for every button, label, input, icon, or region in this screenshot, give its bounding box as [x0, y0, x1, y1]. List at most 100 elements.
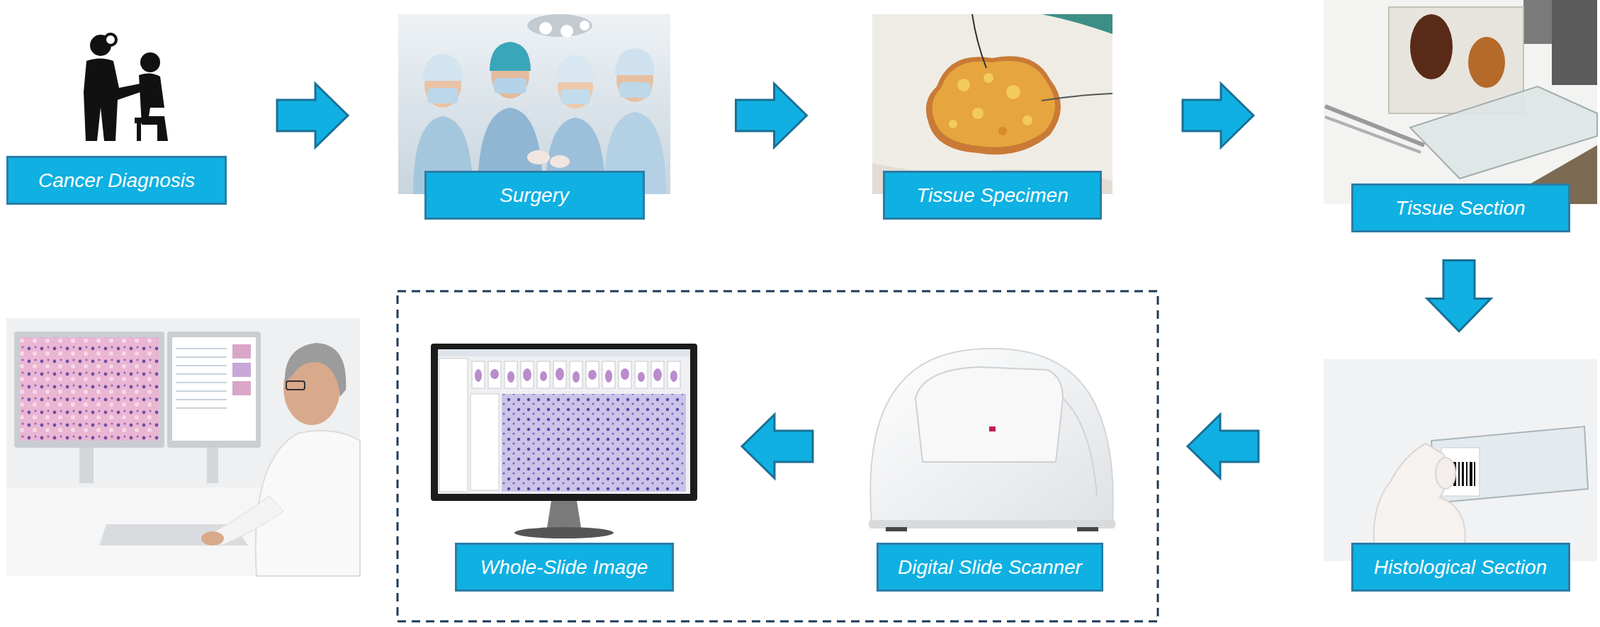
monitor-illustration: [430, 343, 698, 539]
monitor-illustration-part: [501, 393, 686, 492]
monitor-illustration-part-part: [588, 369, 597, 380]
slide-scanner-illustration-part: [1062, 398, 1097, 497]
pathologist-photo-part-part: [175, 381, 227, 384]
monitor-illustration-part-part: [490, 369, 499, 380]
monitor-illustration-part: [439, 358, 468, 492]
tissue-specimen-photo-part: [972, 14, 987, 69]
slide-scanner-illustration-part: [989, 426, 996, 432]
tissue-specimen-photo-part: [1041, 14, 1113, 35]
dashed-group-box: [397, 291, 1158, 622]
monitor-illustration-part-part: [522, 368, 532, 382]
histological-section-photo-part: [1431, 426, 1588, 504]
monitor-illustration-part-part: [637, 372, 645, 382]
step-label: Cancer Diagnosis: [38, 168, 195, 193]
tissue-specimen-photo-part: [1041, 93, 1113, 101]
monitor-illustration-part: [514, 527, 614, 539]
monitor-illustration-part-part: [620, 368, 630, 380]
pathologist-photo-part: [206, 447, 219, 484]
monitor-illustration-part: [474, 367, 678, 383]
step-label: Tissue Section: [1395, 196, 1525, 221]
label-box: Surgery: [424, 170, 645, 220]
doctor-patient-icon-part: [136, 121, 142, 142]
surgery-photo-part: [579, 20, 590, 31]
monitor-illustration-part: [547, 500, 582, 528]
tissue-specimen-photo-part: [1022, 115, 1033, 126]
pathologist-photo-part: [232, 344, 251, 359]
monitor-illustration-part-part: [488, 361, 501, 389]
block-arrow: [1427, 260, 1491, 332]
tissue-specimen-photo-part: [1006, 85, 1021, 100]
tissue-section-photo-part: [1468, 36, 1506, 88]
pathologist-photo-part: [167, 331, 261, 448]
monitor-illustration-part: [430, 343, 698, 501]
surgery-photo-part: [539, 21, 552, 35]
monitor-illustration-part: [437, 349, 691, 494]
surgery-photo-part-part: [560, 89, 591, 105]
slide-scanner-illustration-part: [1077, 527, 1099, 532]
tissue-specimen-photo-part: [872, 14, 1113, 195]
histological-section-photo: [1323, 359, 1598, 562]
monitor-illustration-part-part: [572, 371, 580, 383]
monitor-illustration-part-part: [555, 367, 565, 381]
process-step: Tissue Specimen: [872, 14, 1113, 220]
doctor-patient-icon: [83, 34, 168, 142]
pathologist-photo-part: [14, 331, 165, 448]
surgery-photo-part-part: [489, 41, 531, 71]
monitor-illustration-part-part: [474, 369, 482, 382]
surgery-photo: [398, 14, 671, 195]
monitor-illustration-part-part: [504, 361, 518, 389]
tissue-specimen-photo-part: [926, 55, 1061, 155]
label-box: Whole-Slide Image: [454, 542, 674, 592]
step-label: Digital Slide Scanner: [897, 555, 1083, 580]
surgery-photo-part-part: [423, 53, 463, 81]
process-step: Digital Slide Scanner: [857, 341, 1123, 592]
monitor-illustration-part: [470, 393, 499, 491]
tissue-specimen-photo-part: [932, 60, 1056, 148]
step-label: Surgery: [499, 183, 569, 208]
process-step: Tissue Section: [1323, 0, 1598, 233]
pathologist-photo-part-part: [175, 373, 227, 375]
pathologist-photo-part: [284, 342, 346, 397]
pathologist-photo-part-part: [175, 398, 227, 401]
tissue-specimen-photo-part: [972, 107, 984, 120]
process-step: Whole-Slide Image: [430, 343, 698, 592]
monitor-illustration-part: [437, 349, 691, 357]
pathologist-photo-part: [286, 381, 305, 390]
block-arrow: [736, 83, 808, 148]
monitor-illustration-part-part: [605, 369, 613, 383]
label-box: Cancer Diagnosis: [6, 155, 227, 205]
histological-section-photo-part-part: [1466, 462, 1468, 487]
surgery-photo-part: [527, 14, 593, 37]
surgery-photo-part: [398, 14, 671, 195]
monitor-illustration-part-part: [553, 361, 567, 389]
monitor-illustration-part-part: [651, 361, 664, 389]
pathologist-photo-part: [79, 447, 94, 484]
monitor-illustration-part-part: [539, 371, 548, 382]
monitor-illustration-part-part: [569, 361, 583, 389]
monitor-illustration-part-part: [670, 370, 678, 382]
surgery-photo-part-part: [556, 55, 595, 83]
tissue-section-photo: [1323, 0, 1598, 205]
surgery-photo-part: [527, 150, 550, 165]
block-arrow: [1182, 83, 1254, 148]
pathologist-photo-part-part: [175, 356, 227, 358]
histological-section-photo-part: [1323, 359, 1598, 562]
process-step: Surgery: [398, 14, 671, 220]
slide-scanner-illustration: [868, 348, 1116, 532]
monitor-illustration-part-part: [653, 368, 662, 382]
monitor-illustration-part-part: [471, 361, 485, 389]
surgery-photo-part-part: [493, 77, 527, 94]
monitor-illustration-part-part: [586, 361, 599, 389]
histological-section-photo-part: [1435, 457, 1456, 489]
surgery-photo-part-part: [427, 87, 459, 104]
tissue-specimen-photo-part: [948, 119, 958, 129]
pathologist-photo-part-part: [175, 364, 227, 367]
block-arrow: [1187, 414, 1259, 479]
monitor-illustration-part-part: [520, 361, 534, 389]
block-arrow: [277, 83, 348, 148]
surgery-photo-part: [549, 155, 570, 168]
surgery-photo-part: [560, 24, 574, 38]
monitor-illustration-part-part: [537, 361, 550, 389]
